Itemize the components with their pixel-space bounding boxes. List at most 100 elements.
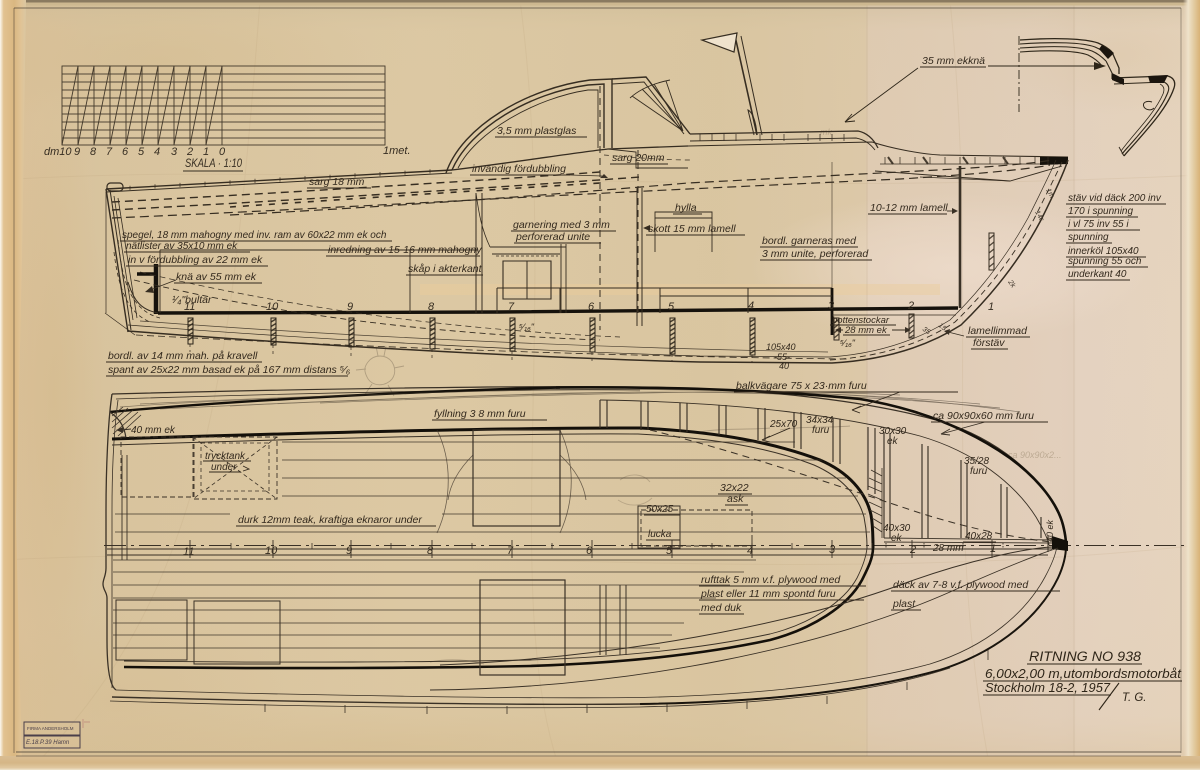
svg-text:inredning av 15-16 mm mahogny: inredning av 15-16 mm mahogny: [328, 244, 482, 256]
svg-text:1m: 1m: [1044, 188, 1055, 200]
svg-text:7: 7: [106, 146, 113, 158]
svg-text:11: 11: [184, 301, 195, 313]
svg-text:i vl 75 inv 55 i: i vl 75 inv 55 i: [1068, 219, 1129, 230]
svg-text:T. G.: T. G.: [1122, 692, 1147, 704]
svg-text:40x30: 40x30: [883, 523, 911, 534]
svg-text:plast: plast: [892, 598, 916, 610]
svg-text:stäv vid däck 200 inv: stäv vid däck 200 inv: [1068, 193, 1162, 204]
svg-text:ask: ask: [727, 493, 744, 505]
svg-text:10: 10: [266, 301, 279, 313]
svg-text:28 mm ek: 28 mm ek: [844, 325, 888, 336]
svg-text:4: 4: [154, 146, 160, 158]
svg-text:10-12 mm lamell: 10-12 mm lamell: [870, 202, 948, 214]
svg-text:2: 2: [909, 544, 916, 556]
svg-text:40: 40: [779, 361, 789, 371]
svg-text:ek: ek: [891, 533, 903, 544]
svg-text:3: 3: [171, 146, 178, 158]
svg-text:garnering med 3 mm: garnering med 3 mm: [513, 219, 610, 231]
svg-text:40 mm ek: 40 mm ek: [131, 425, 176, 436]
svg-text:bordl. garneras med: bordl. garneras med: [762, 235, 857, 247]
svg-text:9: 9: [346, 545, 352, 557]
svg-text:28 mm: 28 mm: [932, 543, 964, 554]
svg-text:ca 90x90x2...: ca 90x90x2...: [1008, 450, 1062, 460]
svg-text:35/28: 35/28: [964, 456, 989, 467]
svg-text:sarg 18 mm: sarg 18 mm: [309, 176, 365, 188]
svg-text:40 ek: 40 ek: [1045, 519, 1055, 542]
svg-text:Stockholm 18-2, 1957: Stockholm 18-2, 1957: [985, 681, 1111, 695]
svg-text:6: 6: [586, 545, 593, 557]
svg-text:7: 7: [507, 545, 514, 557]
svg-text:4: 4: [747, 545, 753, 557]
svg-text:med duk: med duk: [701, 602, 742, 614]
svg-text:1: 1: [988, 301, 994, 313]
svg-text:dm10: dm10: [44, 146, 72, 158]
svg-text:bordl. av 14 mm mah. på kravel: bordl. av 14 mm mah. på kravell: [108, 350, 258, 362]
svg-text:förstäv: förstäv: [973, 337, 1005, 349]
svg-text:balkvägare 75 x 23·mm furu: balkvägare 75 x 23·mm furu: [736, 380, 867, 392]
svg-text:7: 7: [508, 301, 515, 313]
svg-text:lamellimmad: lamellimmad: [968, 325, 1028, 337]
svg-text:40x28: 40x28: [965, 531, 993, 542]
svg-text:170 i spunning: 170 i spunning: [1068, 206, 1133, 217]
svg-text:35: 35: [921, 326, 931, 336]
svg-text:1: 1: [203, 146, 209, 158]
svg-text:32x22: 32x22: [720, 482, 749, 494]
svg-text:2k: 2k: [1006, 278, 1017, 289]
svg-text:skåp i akterkant: skåp i akterkant: [408, 263, 483, 275]
svg-text:skott 15 mm lamell: skott 15 mm lamell: [648, 223, 736, 235]
svg-text:2: 2: [907, 300, 914, 312]
svg-text:underkant 40: underkant 40: [1068, 269, 1127, 280]
svg-text:spunning 55 och: spunning 55 och: [1068, 256, 1142, 267]
svg-text:spegel, 18 mm mahogny med inv.: spegel, 18 mm mahogny med inv. ram av 60…: [122, 230, 387, 241]
svg-text:0: 0: [219, 146, 226, 158]
svg-text:lucka: lucka: [648, 529, 672, 540]
svg-text:furu: furu: [970, 466, 988, 477]
svg-text:perforerad unite: perforerad unite: [515, 231, 590, 243]
svg-text:3 mm unite, perforerad: 3 mm unite, perforerad: [762, 248, 869, 260]
svg-text:25x70: 25x70: [769, 419, 798, 430]
svg-text:35 mm ekknä: 35 mm ekknä: [922, 55, 985, 67]
svg-text:bottenstockar: bottenstockar: [832, 315, 890, 326]
svg-text:rufttak 5 mm v.f. plywood med: rufttak 5 mm v.f. plywood med: [701, 574, 841, 586]
svg-text:1: 1: [990, 543, 996, 555]
svg-text:plast eller 11 mm spontd fur: plast eller 11 mm spontd furu: [700, 588, 836, 600]
svg-text:15: 15: [937, 322, 948, 332]
svg-text:3: 3: [829, 544, 836, 556]
svg-text:6,00x2,00 m,utombordsmotorbåt: 6,00x2,00 m,utombordsmotorbåt: [985, 667, 1182, 681]
svg-text:invändig fördubbling: invändig fördubbling: [472, 163, 566, 175]
svg-text:hylla: hylla: [675, 202, 697, 214]
svg-text:knä av 55 mm ek: knä av 55 mm ek: [176, 271, 257, 283]
svg-text:8: 8: [428, 301, 435, 313]
svg-text:ek: ek: [887, 436, 899, 447]
svg-text:ca 90x90x60 mm furu: ca 90x90x60 mm furu: [933, 410, 1034, 422]
svg-text:sarg 20mm: sarg 20mm: [612, 152, 665, 164]
svg-text:SKALA · 1:10: SKALA · 1:10: [185, 158, 242, 170]
svg-text:fyllning 3 8 mm furu: fyllning 3 8 mm furu: [434, 408, 526, 420]
svg-text:3: 3: [828, 300, 835, 312]
svg-text:14c: 14c: [1033, 210, 1045, 224]
svg-text:⁵⁄₁₆": ⁵⁄₁₆": [840, 338, 856, 348]
svg-text:10: 10: [265, 545, 278, 557]
svg-text:E.18.P.39 Hamn: E.18.P.39 Hamn: [26, 740, 70, 746]
svg-text:6: 6: [122, 146, 129, 158]
svg-text:däck av 7-8 v.f. plywood med: däck av 7-8 v.f. plywood med: [893, 579, 1029, 591]
svg-text:FIRMA ANDERSHOLM: FIRMA ANDERSHOLM: [27, 726, 74, 731]
svg-text:105x40: 105x40: [766, 342, 796, 352]
svg-text:50x25: 50x25: [646, 504, 674, 515]
svg-text:RITNING NO 938: RITNING NO 938: [1029, 649, 1142, 664]
svg-text:6: 6: [588, 301, 595, 313]
svg-text:5: 5: [138, 146, 145, 158]
svg-text:1met.: 1met.: [383, 145, 411, 157]
svg-text:2: 2: [186, 146, 193, 158]
svg-text:5: 5: [668, 301, 675, 313]
svg-text:trycktank: trycktank: [205, 451, 246, 462]
svg-text:-55-: -55-: [774, 352, 790, 362]
svg-text:5: 5: [666, 545, 673, 557]
svg-text:8: 8: [90, 146, 97, 158]
svg-text:4: 4: [748, 300, 754, 312]
svg-text:¹⁄₄"bultar: ¹⁄₄"bultar: [172, 294, 212, 306]
svg-text:in v fördubbling av 22 mm ek: in v fördubbling av 22 mm ek: [128, 254, 263, 266]
svg-text:8: 8: [427, 545, 434, 557]
svg-text:⁵⁄₁₆": ⁵⁄₁₆": [519, 322, 535, 332]
svg-text:under: under: [211, 462, 237, 473]
